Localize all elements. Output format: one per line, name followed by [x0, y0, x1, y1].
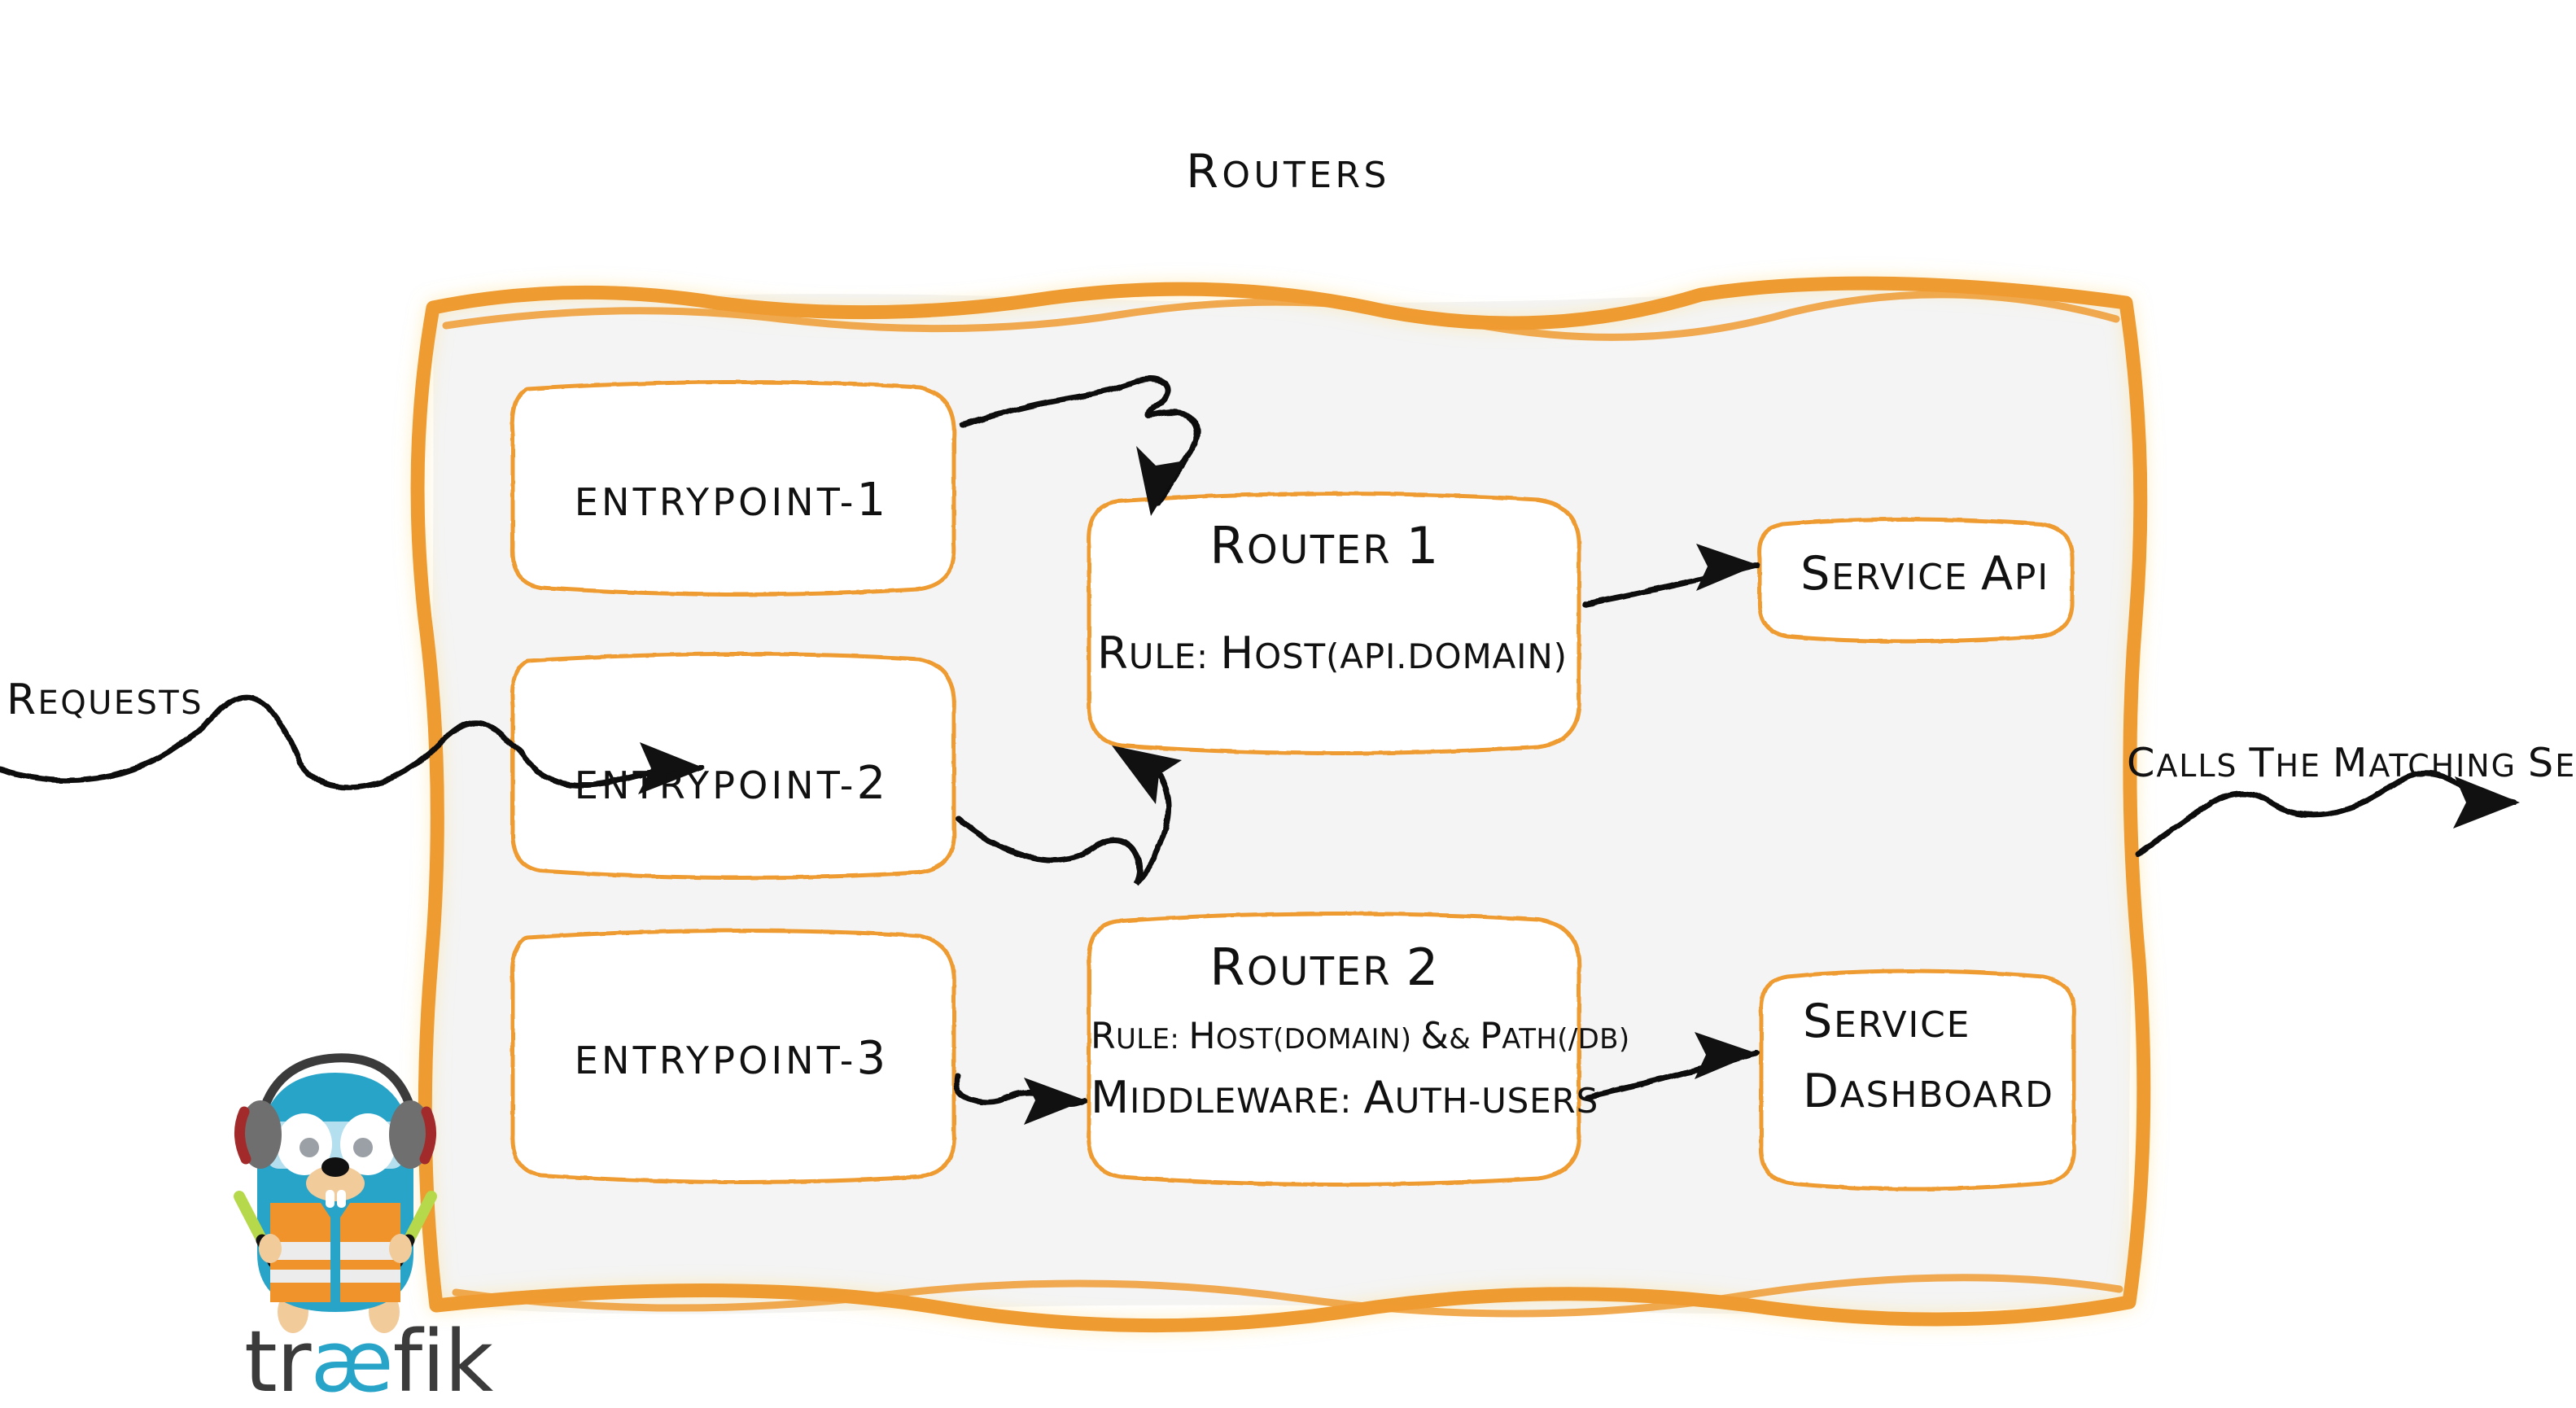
routers-panel-border-overstroke-bottom — [452, 1274, 2123, 1318]
wordmark-suffix: fik — [392, 1312, 494, 1408]
arrow-entrypoint1-to-router1 — [959, 376, 1201, 516]
service-api-label: SERVICE API — [1800, 547, 2049, 601]
service-dashboard-label-line1: SERVICE — [1803, 995, 1971, 1048]
arrow-router1-to-service-api — [1582, 544, 1761, 607]
router-1-title: ROUTER 1 — [1209, 516, 1441, 575]
router-2-middleware: MIDDLEWARE: AUTH-USERS — [1091, 1071, 1599, 1123]
page-title: ROUTERS — [1186, 145, 1390, 199]
traefik-wordmark: træfik — [244, 1312, 494, 1408]
entrypoint-3-box[interactable] — [510, 928, 956, 1185]
calls-matching-server-label: CALLS THE MATCHING SERVER — [2127, 739, 2576, 786]
service-api-box[interactable] — [1757, 517, 2075, 644]
router-2-rule: RULE: HOST(DOMAIN) && PATH(/DB) — [1091, 1016, 1630, 1057]
arrow-entrypoint3-to-router2 — [953, 1073, 1089, 1125]
entrypoint-2-label: entrypoint-2 — [574, 757, 886, 810]
router-1-rule: RULE: HOST(API.DOMAIN) — [1097, 627, 1568, 679]
entrypoint-3-label: entrypoint-3 — [574, 1032, 886, 1085]
router-2-title: ROUTER 2 — [1209, 938, 1441, 997]
service-dashboard-box[interactable] — [1759, 969, 2076, 1192]
requests-label: REQUESTS — [7, 676, 203, 724]
gopher-icon — [234, 1053, 437, 1333]
entrypoint-1-box[interactable] — [510, 379, 956, 597]
arrow-entrypoint2-to-router1 — [956, 746, 1182, 886]
routers-panel-border-overstroke — [442, 291, 2120, 341]
routers-panel-border — [410, 276, 2151, 1333]
wordmark-prefix: tr — [244, 1312, 312, 1408]
entrypoint-2-box[interactable] — [510, 651, 956, 881]
arrow-requests-in — [0, 694, 705, 794]
entrypoint-1-label: entrypoint-1 — [574, 474, 886, 527]
service-dashboard-label-line2: DASHBOARD — [1803, 1065, 2054, 1118]
router-1-box[interactable] — [1087, 491, 1581, 756]
arrow-router2-to-service-dashboard — [1584, 1032, 1760, 1100]
traefik-gopher-logo — [225, 1043, 444, 1408]
router-2-box[interactable] — [1087, 911, 1581, 1187]
arrow-calls-out — [2134, 770, 2520, 858]
wordmark-ae-ligature: æ — [310, 1312, 393, 1408]
